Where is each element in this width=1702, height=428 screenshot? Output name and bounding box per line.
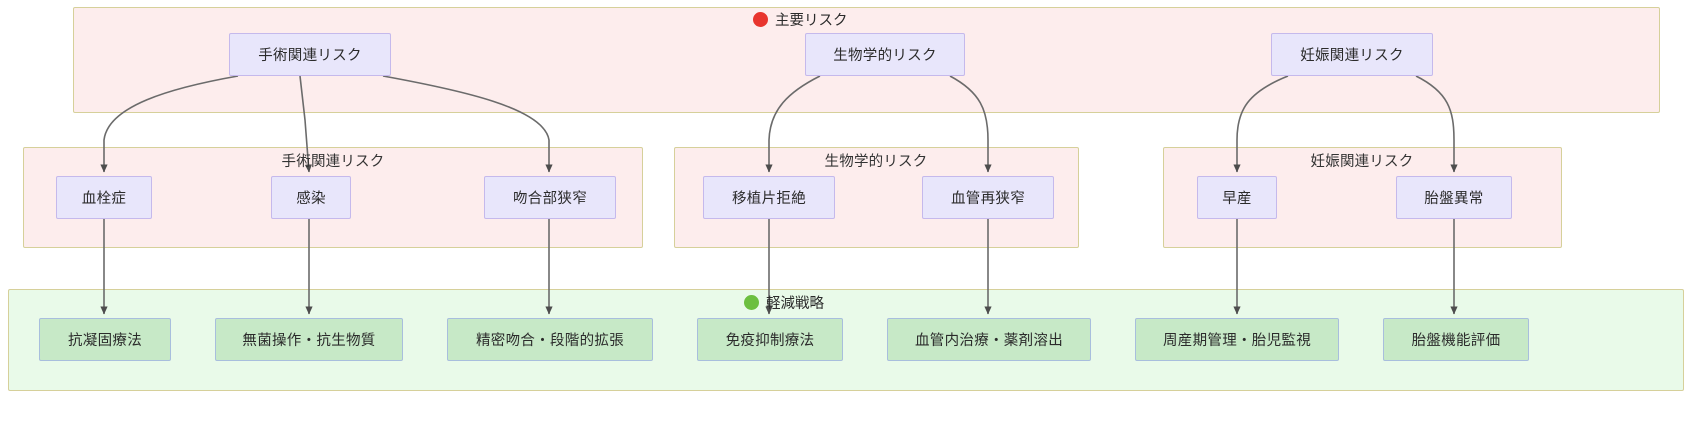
node-label: 移植片拒絶 [732, 191, 806, 207]
legend-mitigation-strategy: 軽減戦略 [744, 292, 824, 313]
node-label: 周産期管理・胎児監視 [1163, 333, 1311, 349]
node-placental-function[interactable]: 胎盤機能評価 [1383, 318, 1529, 361]
node-label: 胎盤機能評価 [1411, 333, 1501, 349]
node-label: 精密吻合・段階的拡張 [476, 333, 624, 349]
node-thrombosis[interactable]: 血栓症 [56, 176, 152, 219]
node-endovascular[interactable]: 血管内治療・薬剤溶出 [887, 318, 1091, 361]
node-precise-anastomosis[interactable]: 精密吻合・段階的拡張 [447, 318, 653, 361]
node-aseptic-antibiotics[interactable]: 無菌操作・抗生物質 [215, 318, 403, 361]
node-label: 免疫抑制療法 [725, 333, 815, 349]
node-label: 胎盤異常 [1424, 191, 1484, 207]
node-label: 生物学的リスク [833, 48, 937, 64]
node-label: 血栓症 [81, 191, 127, 207]
node-graft-rejection[interactable]: 移植片拒絶 [703, 176, 835, 219]
node-surgical-risk[interactable]: 手術関連リスク [229, 33, 391, 76]
node-label: 無菌操作・抗生物質 [242, 333, 376, 349]
legend-dot-icon [744, 295, 759, 310]
node-label: 血管再狭窄 [951, 191, 1025, 207]
node-label: 妊娠関連リスク [1300, 48, 1404, 64]
legend-label: 主要リスク [775, 13, 848, 29]
node-preterm-birth[interactable]: 早産 [1197, 176, 1277, 219]
node-restenosis[interactable]: 血管再狭窄 [922, 176, 1054, 219]
node-label: 感染 [296, 191, 326, 207]
node-anticoagulation[interactable]: 抗凝固療法 [39, 318, 171, 361]
node-pregnancy-risk[interactable]: 妊娠関連リスク [1271, 33, 1433, 76]
legend-label: 軽減戦略 [766, 296, 824, 312]
node-label: 抗凝固療法 [68, 333, 142, 349]
legend-primary-risk: 主要リスク [753, 9, 848, 30]
legend-dot-icon [753, 12, 768, 27]
cluster-label-surgical: 手術関連リスク [281, 154, 385, 170]
node-label: 早産 [1222, 191, 1252, 207]
cluster-label-pregnancy: 妊娠関連リスク [1310, 154, 1414, 170]
node-infection[interactable]: 感染 [271, 176, 351, 219]
node-anastomotic-stenosis[interactable]: 吻合部狭窄 [484, 176, 616, 219]
cluster-label-biological: 生物学的リスク [824, 154, 928, 170]
node-perinatal-management[interactable]: 周産期管理・胎児監視 [1135, 318, 1339, 361]
node-immunosuppression[interactable]: 免疫抑制療法 [697, 318, 843, 361]
node-placental-abnormality[interactable]: 胎盤異常 [1396, 176, 1512, 219]
node-label: 吻合部狭窄 [513, 191, 587, 207]
node-label: 手術関連リスク [258, 48, 362, 64]
node-label: 血管内治療・薬剤溶出 [915, 333, 1063, 349]
node-biological-risk[interactable]: 生物学的リスク [805, 33, 965, 76]
